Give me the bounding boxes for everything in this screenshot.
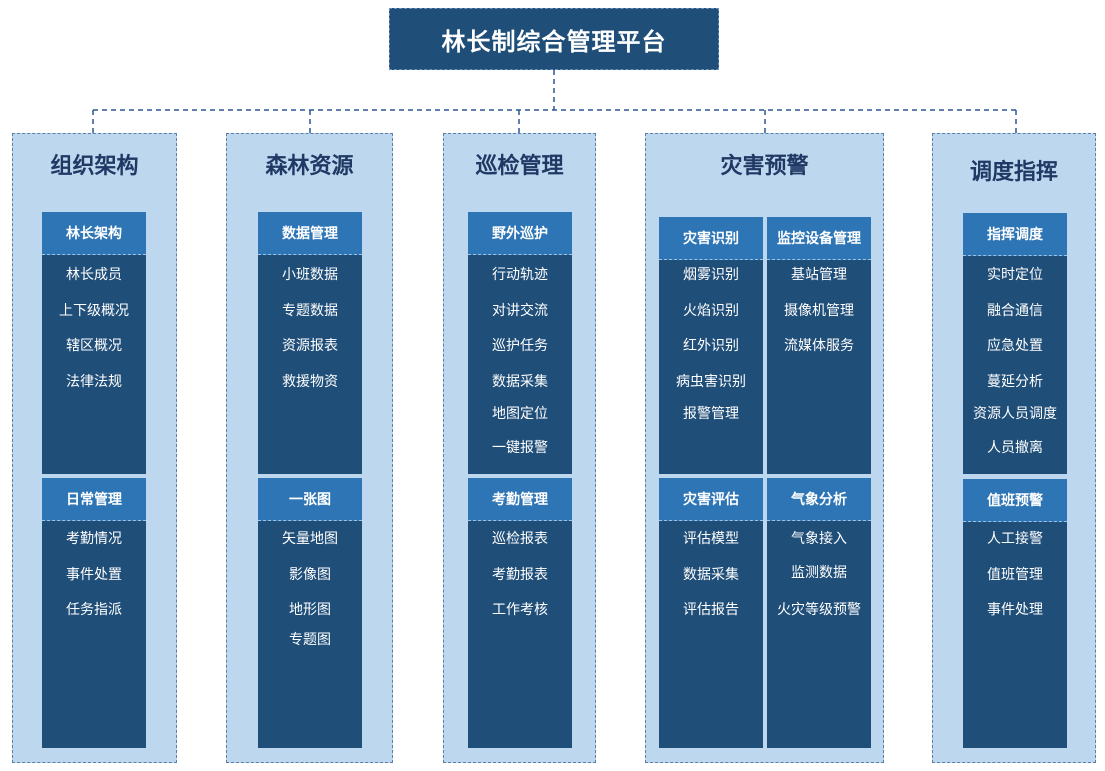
module-item: 红外识别 [683, 338, 739, 354]
module-item: 数据采集 [492, 374, 548, 390]
module-panel-title: 日常管理 [42, 478, 146, 521]
module-item: 对讲交流 [492, 303, 548, 319]
module-panel-title: 林长架构 [42, 212, 146, 255]
module-item: 资源报表 [282, 338, 338, 354]
module-item: 救援物资 [282, 374, 338, 390]
module-item: 数据采集 [683, 567, 739, 583]
module-panel: 气象分析气象接入监测数据火灾等级预警 [767, 478, 871, 748]
module-item: 蔓延分析 [987, 374, 1043, 390]
module-item: 流媒体服务 [784, 338, 854, 354]
module-item: 矢量地图 [282, 531, 338, 547]
module-panel: 数据管理小班数据专题数据资源报表救援物资 [258, 212, 362, 474]
module-panel-title: 值班预警 [963, 479, 1067, 522]
module-item: 评估报告 [683, 602, 739, 618]
module-item: 专题图 [289, 632, 331, 648]
module-panel: 日常管理考勤情况事件处置任务指派 [42, 478, 146, 748]
module-item: 行动轨迹 [492, 267, 548, 283]
platform-title: 林长制综合管理平台 [389, 8, 719, 70]
module-panel-title: 指挥调度 [963, 213, 1067, 256]
module-item: 法律法规 [66, 374, 122, 390]
module-panel: 考勤管理巡检报表考勤报表工作考核 [468, 478, 572, 748]
module-panel-title: 气象分析 [767, 478, 871, 521]
module-item: 林长成员 [66, 267, 122, 283]
module-panel: 监控设备管理基站管理摄像机管理流媒体服务 [767, 217, 871, 474]
module-item: 病虫害识别 [676, 374, 746, 390]
category-title: 森林资源 [265, 154, 354, 179]
module-item: 考勤情况 [66, 531, 122, 547]
module-item: 值班管理 [987, 567, 1043, 583]
module-item: 巡护任务 [492, 338, 548, 354]
module-item: 事件处理 [987, 602, 1043, 618]
module-panel: 林长架构林长成员上下级概况辖区概况法律法规 [42, 212, 146, 474]
module-panel: 一张图矢量地图影像图地形图专题图 [258, 478, 362, 748]
module-item: 小班数据 [282, 267, 338, 283]
module-panel: 值班预警人工接警值班管理事件处理 [963, 479, 1067, 748]
category-title: 组织架构 [50, 154, 139, 179]
module-item: 事件处置 [66, 567, 122, 583]
module-item: 融合通信 [987, 303, 1043, 319]
module-panel-title: 监控设备管理 [767, 217, 871, 260]
module-item: 摄像机管理 [784, 303, 854, 319]
module-item: 实时定位 [987, 267, 1043, 283]
module-panel: 野外巡护行动轨迹对讲交流巡护任务数据采集地图定位一键报警 [468, 212, 572, 474]
module-panel-title: 灾害识别 [659, 217, 763, 260]
module-item: 任务指派 [66, 602, 122, 618]
module-item: 报警管理 [683, 406, 739, 422]
module-panel-title: 灾害评估 [659, 478, 763, 521]
module-item: 烟雾识别 [683, 267, 739, 283]
module-panel-title: 一张图 [258, 478, 362, 521]
module-item: 人员撤离 [987, 440, 1043, 456]
module-panel: 灾害识别烟雾识别火焰识别红外识别病虫害识别报警管理 [659, 217, 763, 474]
module-panel-title: 考勤管理 [468, 478, 572, 521]
module-item: 气象接入 [791, 531, 847, 547]
category-title: 巡检管理 [475, 154, 564, 179]
module-item: 人工接警 [987, 531, 1043, 547]
module-item: 评估模型 [683, 531, 739, 547]
category-title: 灾害预警 [720, 154, 809, 179]
module-item: 监测数据 [791, 565, 847, 581]
module-item: 工作考核 [492, 602, 548, 618]
module-item: 应急处置 [987, 338, 1043, 354]
module-item: 基站管理 [791, 267, 847, 283]
module-panel: 灾害评估评估模型数据采集评估报告 [659, 478, 763, 748]
module-item: 巡检报表 [492, 531, 548, 547]
module-panel: 指挥调度实时定位融合通信应急处置蔓延分析资源人员调度人员撤离 [963, 213, 1067, 474]
module-item: 资源人员调度 [973, 406, 1057, 422]
module-item: 影像图 [289, 567, 331, 583]
module-item: 一键报警 [492, 440, 548, 456]
category-title: 调度指挥 [969, 160, 1058, 185]
module-item: 地形图 [289, 602, 331, 618]
module-item: 上下级概况 [59, 303, 129, 319]
module-item: 专题数据 [282, 303, 338, 319]
module-item: 地图定位 [492, 406, 548, 422]
module-item: 辖区概况 [66, 338, 122, 354]
module-panel-title: 数据管理 [258, 212, 362, 255]
module-item: 火焰识别 [683, 303, 739, 319]
module-item: 考勤报表 [492, 567, 548, 583]
module-panel-title: 野外巡护 [468, 212, 572, 255]
module-item: 火灾等级预警 [777, 602, 861, 618]
